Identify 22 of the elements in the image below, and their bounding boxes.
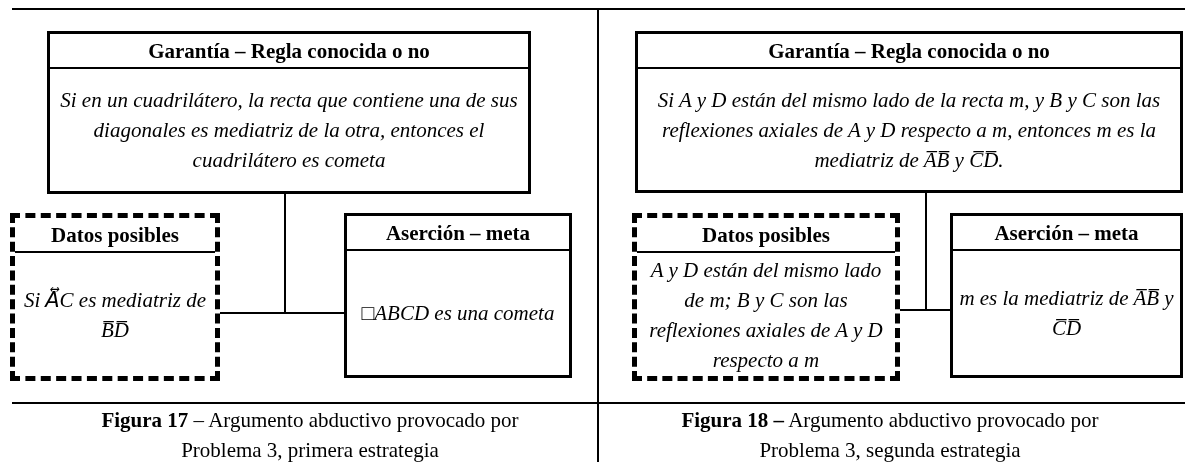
dashed-box (632, 213, 900, 381)
box-heading: Aserción – meta (385, 219, 531, 247)
box-text: Si A y D están del mismo lado de la recta m, y B y C son las reflexiones axiales de A y D respecto a m, entonces m es la mediatriz de A̅B̅ y C̅D̅. (656, 86, 1162, 174)
connector-line (925, 192, 951, 311)
connector-line (284, 193, 345, 314)
process-box (47, 31, 531, 194)
box-text: □ABCD es una cometa (361, 300, 555, 327)
box-heading: Garantía – Regla conocida o no (768, 37, 1050, 65)
process-box (344, 213, 572, 378)
dashed-box (10, 213, 220, 381)
box-text: m es la mediatriz de A̅B̅ y C̅D̅ (958, 285, 1175, 342)
box-heading: Datos posibles (702, 221, 830, 249)
figure-caption: Figura 18 – Argumento abductivo provocado por Problema 3, segunda estrategia (680, 407, 1100, 462)
box-heading: Datos posibles (51, 221, 179, 249)
box-heading: Aserción – meta (994, 219, 1139, 247)
process-box (635, 31, 1183, 193)
box-heading: Garantía – Regla conocida o no (148, 37, 430, 65)
box-text: A y D están del mismo lado de m; B y C son las reflexiones axiales de A y D respecto a m (648, 256, 884, 374)
box-text: Si A⃡C es mediatriz de B̅D̅ (23, 286, 207, 344)
process-box (950, 213, 1183, 378)
box-text: Si en un cuadrilátero, la recta que contiene una de sus diagonales es mediatriz de la otra, entonces el cuadrilátero es cometa (59, 87, 519, 174)
figure-caption: Figura 17 – Argumento abductivo provocado por Problema 3, primera estrategia (100, 407, 520, 462)
